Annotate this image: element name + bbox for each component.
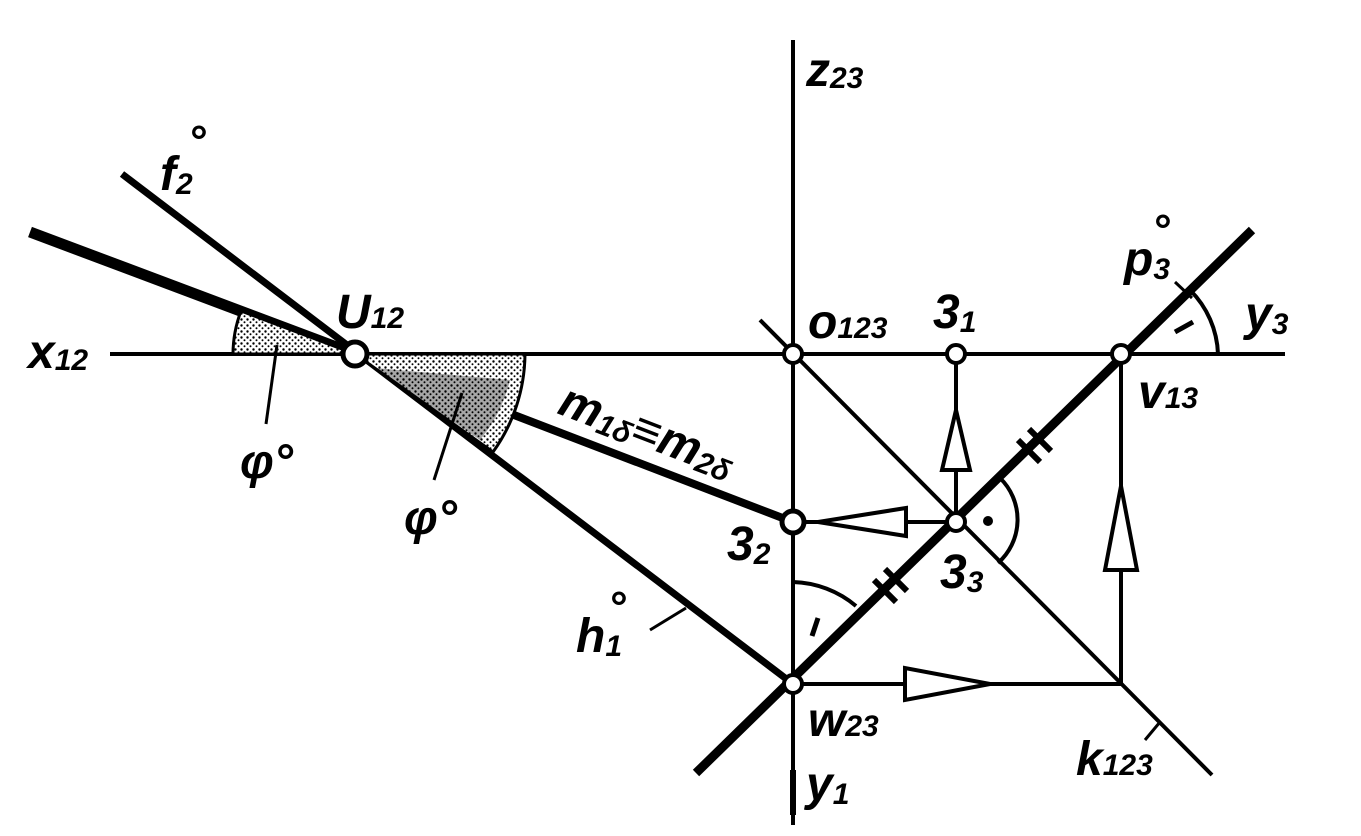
angle-arc-p3: [1188, 288, 1220, 355]
angle-tick-p3: [1173, 319, 1195, 335]
point-w23: [782, 673, 804, 695]
tick-mark-upper-a: [1015, 437, 1043, 465]
leader-phi-left: [264, 344, 279, 425]
point-3-2: [779, 508, 807, 536]
label-3-3: 33: [940, 546, 984, 599]
arrow-left-icon: [817, 505, 908, 539]
label-3-2: 32: [727, 518, 771, 571]
point-3-1: [945, 343, 967, 365]
point-o123: [782, 343, 804, 365]
tick-mark-lower-b: [882, 566, 910, 594]
label-phi-left: φ°: [240, 436, 294, 489]
label-u12: U12: [336, 286, 404, 339]
label-o123: o123: [808, 296, 888, 349]
label-h1: h1: [576, 610, 622, 663]
k-line: [758, 318, 1214, 777]
phi-sector-right: [350, 352, 527, 455]
leader-phi-right: [432, 392, 464, 481]
angle-tick-w: [809, 617, 821, 637]
label-h1-degree: °: [608, 583, 626, 632]
label-p3-degree: °: [1152, 206, 1170, 255]
label-m-equivalence: m1δ≡m2δ: [552, 374, 743, 489]
label-y3: y3: [1243, 288, 1289, 341]
tick-mark-lower-a: [871, 577, 899, 605]
angle-arc-w: [792, 580, 858, 608]
label-x12: x12: [25, 326, 88, 379]
right-angle-arc: [996, 476, 1020, 565]
point-u12: [340, 339, 370, 369]
label-v13: v13: [1138, 366, 1198, 419]
phi-sector-left: [231, 309, 356, 356]
label-p3: p3: [1122, 233, 1170, 286]
label-f2-degree: °: [188, 117, 206, 166]
leader-p3: [1173, 280, 1194, 300]
point-3-3: [945, 511, 967, 533]
label-k123: k123: [1076, 733, 1153, 786]
label-3-1: 31: [933, 286, 976, 339]
f-h-trace-line: [119, 171, 796, 687]
leader-k: [1143, 721, 1162, 741]
label-phi-right: φ°: [404, 492, 458, 545]
tick-mark-upper-b: [1026, 426, 1054, 454]
label-w23: w23: [808, 694, 879, 747]
label-f2: f2: [160, 148, 193, 201]
arrow-up-icon: [1102, 485, 1140, 572]
phi-sector-right-inner: [375, 368, 510, 440]
label-z23: z23: [805, 44, 864, 97]
right-angle-dot: [983, 516, 993, 526]
leader-h1: [649, 606, 687, 632]
point-v13: [1110, 343, 1132, 365]
arrow-right-icon: [903, 665, 991, 703]
arrow-up-small-icon: [939, 409, 973, 472]
label-y1: y1: [804, 758, 849, 811]
